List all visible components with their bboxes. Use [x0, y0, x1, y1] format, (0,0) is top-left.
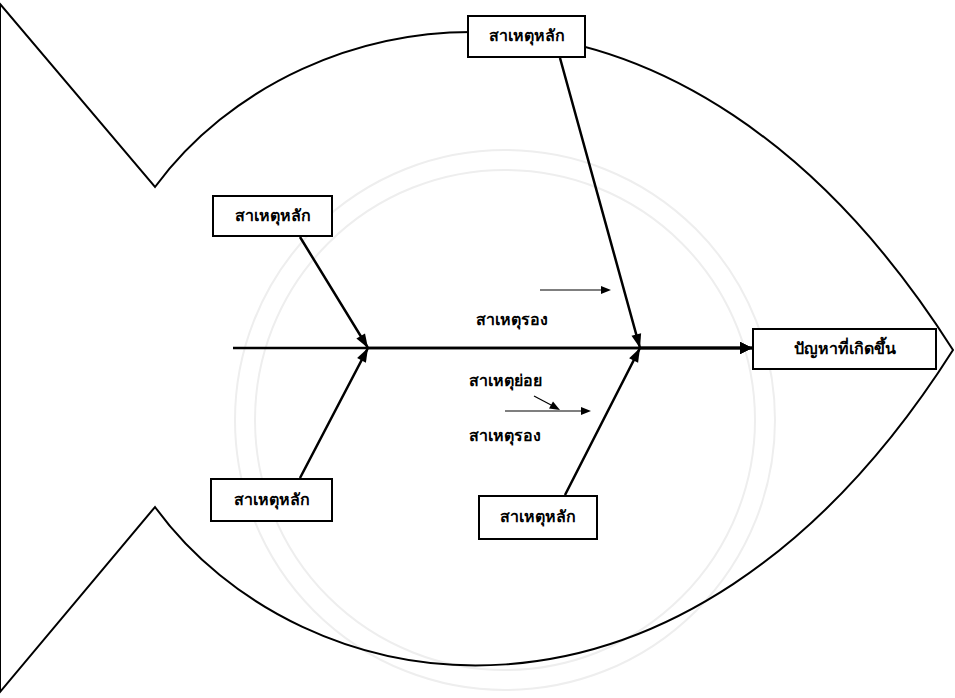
- cause-arrow: [300, 348, 752, 478]
- main-cause-box: สาเหตุหลัก: [210, 478, 333, 522]
- minor-cause-arrow: [534, 396, 553, 406]
- arrowhead: [549, 402, 560, 411]
- cause-arrow: [300, 237, 752, 348]
- box-text: ปัญหาที่เกิดขึ้น: [794, 339, 896, 360]
- sub-cause-label: สาเหตุรอง: [467, 426, 543, 447]
- minor-cause-label: สาเหตุย่อย: [467, 371, 544, 392]
- cause-arrow: [560, 58, 752, 348]
- box-text: สาเหตุหลัก: [234, 490, 310, 511]
- problem-box: ปัญหาที่เกิดขึ้น: [752, 328, 937, 370]
- arrowhead: [581, 407, 591, 415]
- box-text: สาเหตุหลัก: [500, 507, 576, 528]
- sub-cause-arrows: [505, 286, 611, 415]
- spine-line: [233, 347, 368, 350]
- main-cause-box: สาเหตุหลัก: [212, 195, 333, 237]
- main-cause-box: สาเหตุหลัก: [467, 15, 586, 58]
- main-cause-box: สาเหตุหลัก: [478, 495, 598, 540]
- sub-cause-arrow: [505, 410, 583, 411]
- box-text: สาเหตุหลัก: [489, 26, 565, 47]
- sub-cause-label: สาเหตุรอง: [474, 310, 550, 331]
- sub-cause-arrow: [540, 289, 603, 290]
- box-text: สาเหตุหลัก: [235, 206, 311, 227]
- arrowhead: [601, 286, 611, 294]
- cause-arrow: [565, 348, 752, 495]
- fish-outline: [0, 4, 953, 692]
- watermark-ring: [255, 170, 755, 670]
